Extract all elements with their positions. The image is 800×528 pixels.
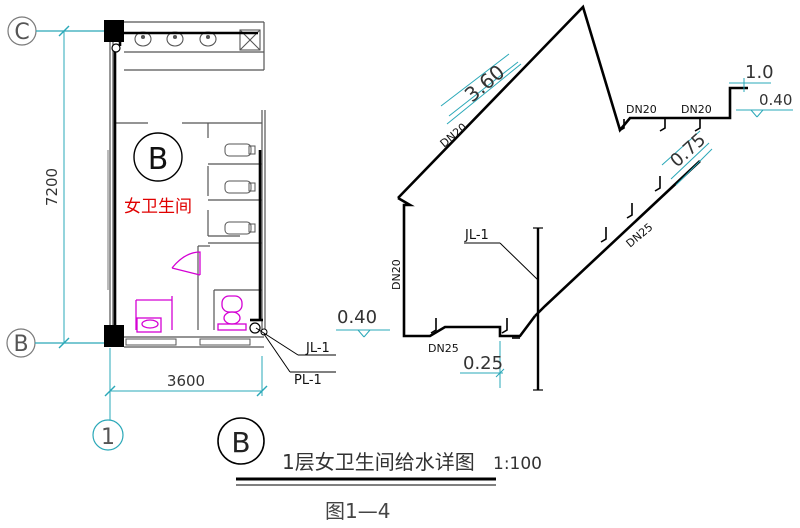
axis-label-1: 1 bbox=[101, 425, 115, 450]
elev-0-40-left: 0.40 bbox=[337, 307, 377, 328]
dn25-bottom: DN25 bbox=[428, 342, 459, 355]
axis-label-c: C bbox=[14, 20, 29, 45]
dim-text-width: 3600 bbox=[167, 372, 205, 390]
label-riser-jl-1: JL-1 bbox=[464, 228, 489, 243]
len-0-75: 0.75 bbox=[666, 129, 710, 171]
len-0-25: 0.25 bbox=[463, 353, 503, 374]
elev-0-40-right: 0.40 bbox=[759, 91, 792, 109]
axis-bubble-1 bbox=[92, 419, 124, 451]
figure-number: 图1—4 bbox=[325, 499, 390, 523]
label-jl-1: JL-1 bbox=[305, 341, 330, 356]
toilet-stalls bbox=[224, 143, 256, 235]
room-bubble bbox=[133, 132, 183, 182]
title-scale: 1:100 bbox=[493, 454, 542, 474]
dn20-a: DN20 bbox=[626, 103, 657, 116]
dn20-diagonal: DN20 bbox=[438, 121, 470, 151]
iso-pipe bbox=[397, 4, 748, 338]
plan-supply-pipe bbox=[113, 31, 263, 325]
len-1-0: 1.0 bbox=[745, 62, 774, 83]
title-block: B 1层女卫生间给水详图 1:100 图1—4 bbox=[217, 417, 542, 523]
len-3-60: 3.60 bbox=[460, 60, 510, 107]
floor-plan: C B 7200 1 3600 bbox=[6, 16, 336, 451]
title-bubble-label: B bbox=[231, 426, 250, 459]
column-bottom-left bbox=[104, 325, 124, 347]
mop-sink bbox=[239, 29, 261, 51]
room-name: 女卫生间 bbox=[124, 197, 192, 217]
dn20-vertical: DN20 bbox=[390, 259, 403, 290]
isometric-diagram: 3.60 1.0 0.40 0.75 0.40 bbox=[336, 4, 793, 391]
title-text: 1层女卫生间给水详图 bbox=[282, 450, 475, 474]
axis-label-b: B bbox=[13, 332, 28, 357]
room-bubble-label: B bbox=[148, 142, 169, 177]
dn20-b: DN20 bbox=[681, 103, 712, 116]
dn25-diagonal: DN25 bbox=[624, 221, 656, 251]
title-bubble bbox=[217, 417, 265, 465]
label-pl-1: PL-1 bbox=[294, 373, 322, 388]
faucet-marks bbox=[430, 119, 701, 339]
dim-text-height: 7200 bbox=[43, 168, 61, 206]
walls bbox=[107, 21, 266, 348]
accessible-fixtures bbox=[135, 251, 247, 333]
